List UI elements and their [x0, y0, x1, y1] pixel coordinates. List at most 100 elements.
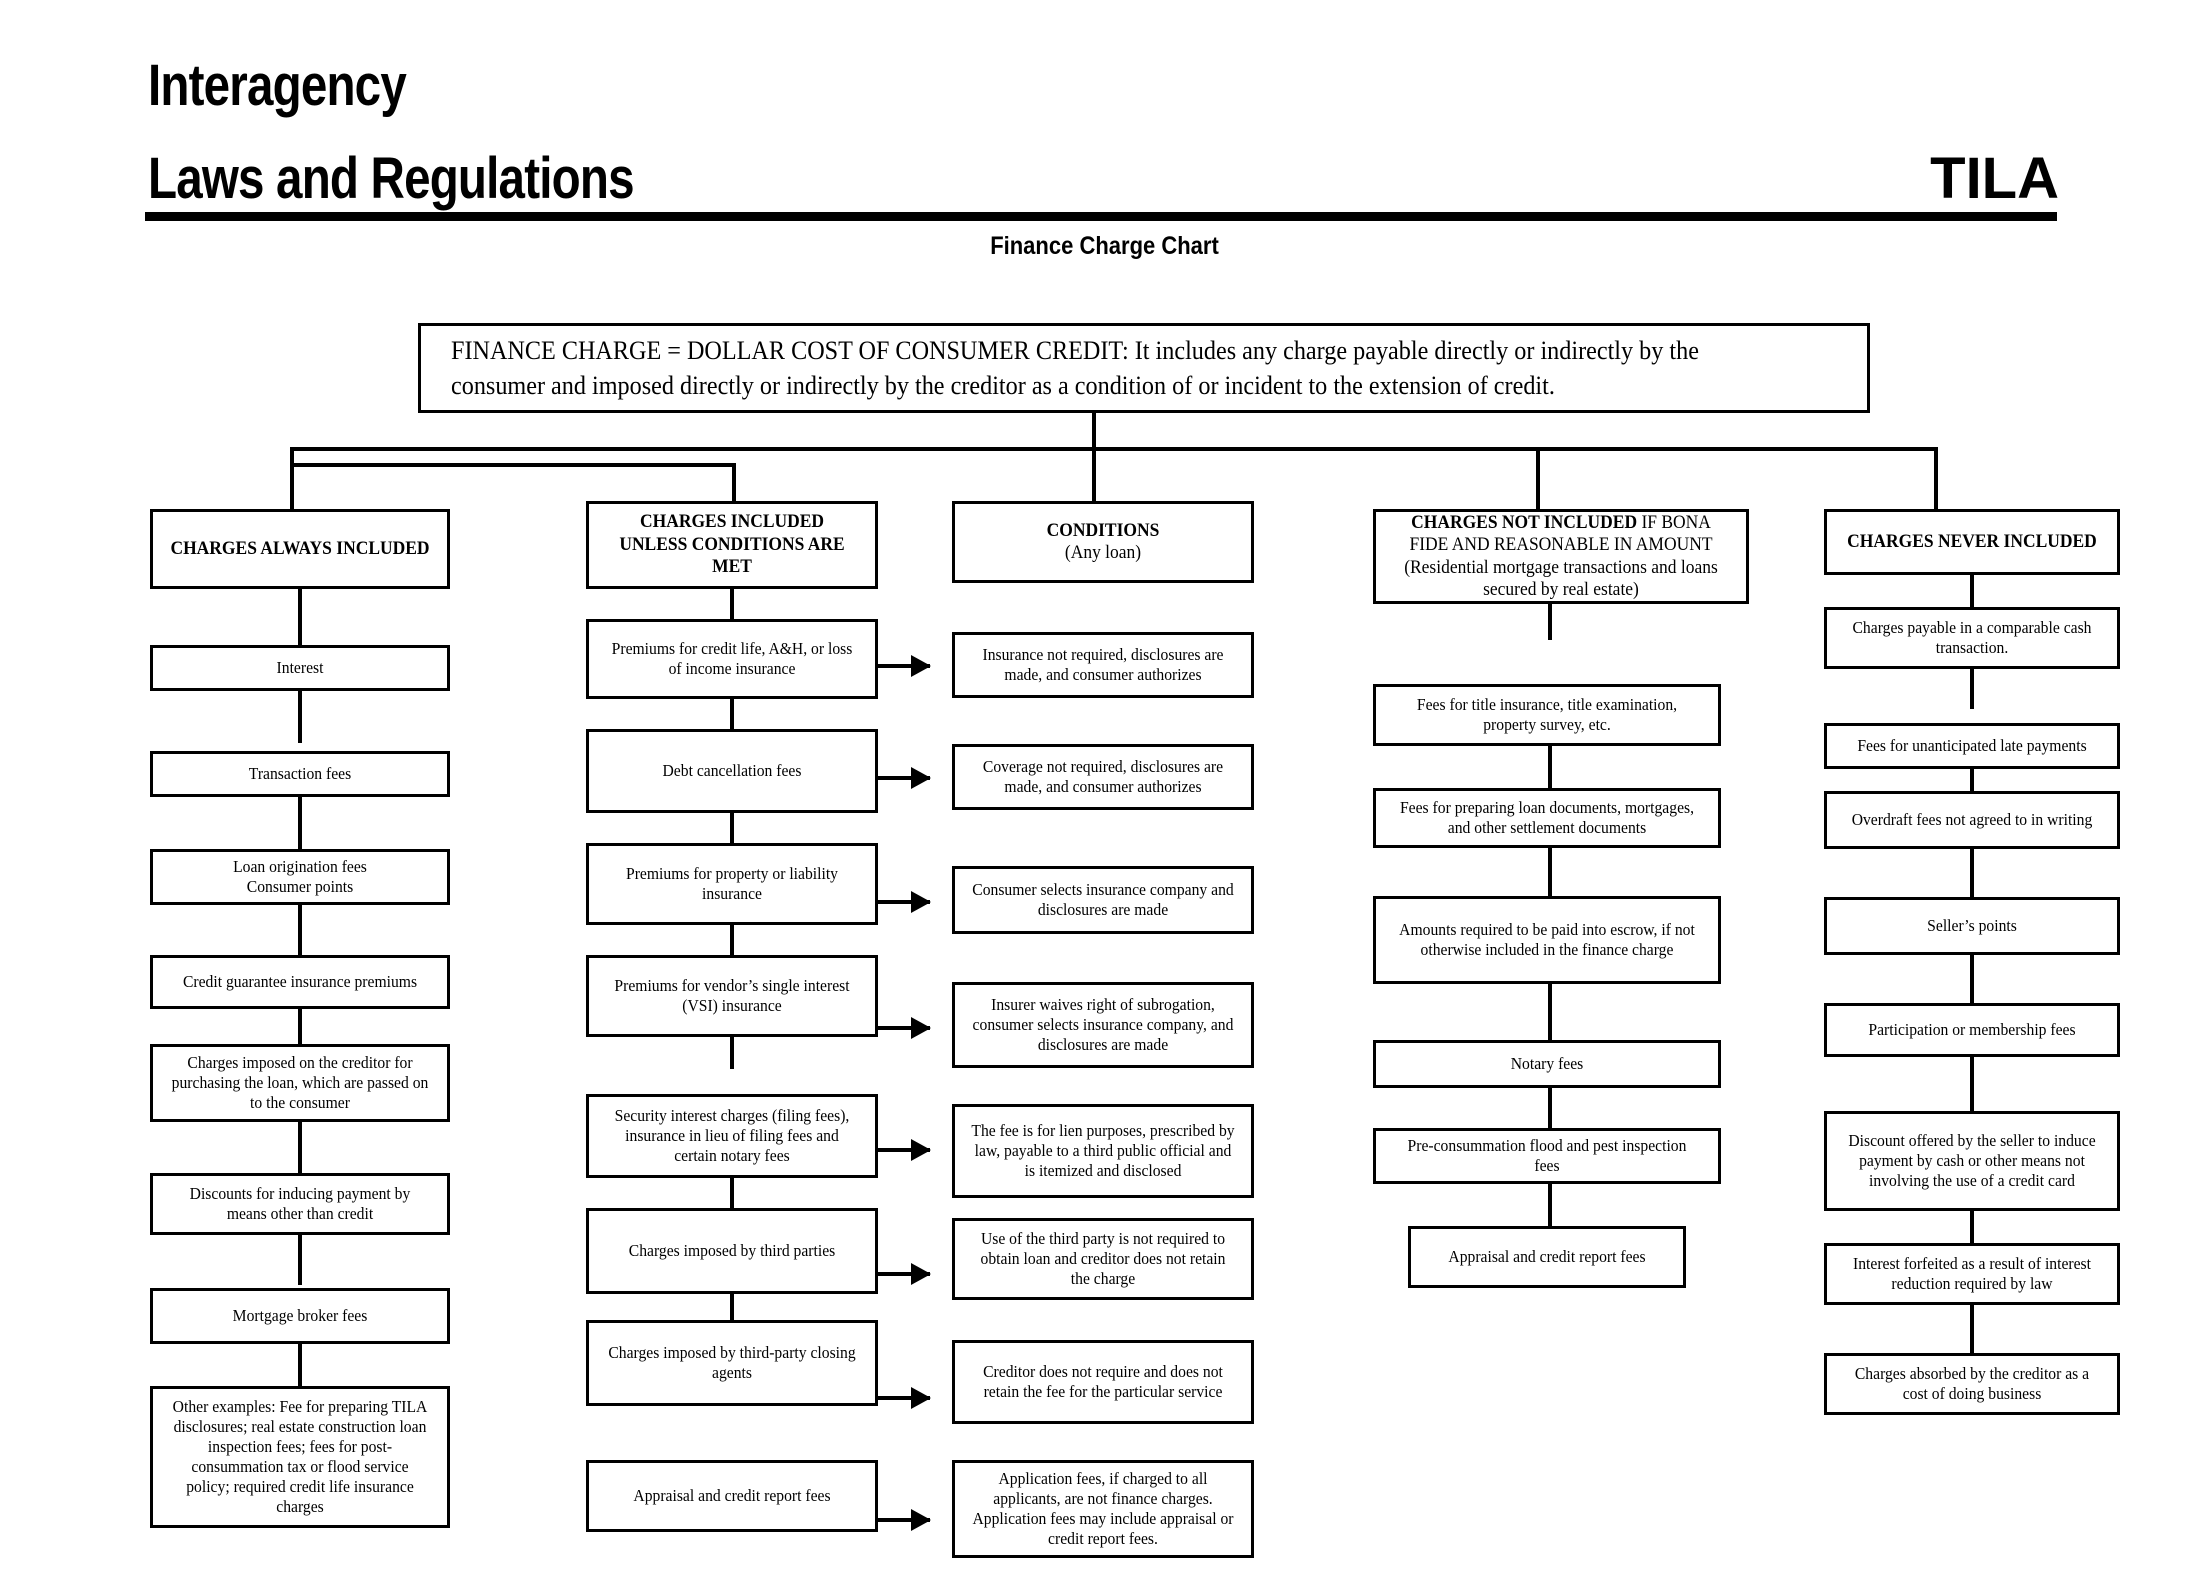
list-item: Security interest charges (filing fees),…	[586, 1094, 878, 1178]
list-item-label: Charges payable in a comparable cash tra…	[1852, 617, 2092, 657]
list-item-label: Fees for unanticipated late payments	[1857, 735, 2087, 755]
list-item-label: Security interest charges (filing fees),…	[614, 1105, 850, 1166]
list-item: Interest	[150, 645, 450, 691]
column-heading-rest: IF BONA FIDE AND REASONABLE IN AMOUNT (R…	[1404, 511, 1718, 600]
list-item-label: Fees for preparing loan documents, mortg…	[1399, 797, 1695, 837]
connector-col5-0	[1970, 575, 1974, 607]
connector-col2-5	[730, 1178, 734, 1208]
list-item: Fees for unanticipated late payments	[1824, 723, 2120, 769]
list-item: Charges payable in a comparable cash tra…	[1824, 607, 2120, 669]
list-item-label: Interest	[276, 657, 324, 677]
connector-col1-4	[298, 1009, 302, 1064]
list-item-label: Amounts required to be paid into escrow,…	[1399, 919, 1695, 959]
list-item-label: Appraisal and credit report fees	[1448, 1246, 1646, 1266]
connector-col4-4	[1548, 1088, 1552, 1128]
column-heading-charges-included-unless-conditions-are-met: CHARGES INCLUDED UNLESS CONDITIONS ARE M…	[586, 501, 878, 589]
connector-col5-1	[1970, 669, 1974, 709]
connector-col2-4	[730, 1037, 734, 1069]
connector-subgroup-drop	[290, 447, 294, 467]
list-item-label: Credit guarantee insurance premiums	[182, 971, 418, 991]
connector-col4-0	[1548, 604, 1552, 640]
header-divider	[145, 212, 2057, 221]
list-item: Premiums for vendor’s single interest (V…	[586, 955, 878, 1037]
connector-col5-3	[1970, 849, 1974, 897]
connector-col4-2	[1548, 848, 1552, 902]
list-item-label: Transaction fees	[248, 763, 352, 783]
arrow-col2-to-col3-5	[878, 1139, 931, 1161]
connector-leg-col4	[1536, 447, 1540, 513]
connector-top-bar	[290, 447, 1938, 451]
column-heading-text: CHARGES NOT INCLUDED IF BONA FIDE AND RE…	[1394, 512, 1727, 602]
list-item-label: Premiums for vendor’s single interest (V…	[614, 975, 850, 1015]
list-item: Fees for title insurance, title examinat…	[1373, 684, 1721, 746]
connector-col1-2	[298, 797, 302, 849]
connector-col1-1	[298, 691, 302, 743]
list-item-label: Mortgage broker fees	[232, 1305, 368, 1325]
arrow-col2-to-col3-8	[878, 1509, 931, 1531]
arrow-col2-to-col3-4	[878, 1017, 931, 1039]
list-item-label: Overdraft fees not agreed to in writing	[1851, 809, 2093, 829]
arrow-col2-to-col3-2	[878, 767, 931, 789]
column-heading-charges-not-included: CHARGES NOT INCLUDED IF BONA FIDE AND RE…	[1373, 509, 1749, 604]
column-subheading-text: (Any loan)	[1064, 542, 1142, 563]
connector-col2-3	[730, 925, 734, 955]
list-item-label: Discounts for inducing payment by means …	[189, 1183, 411, 1223]
list-item: Credit guarantee insurance premiums	[150, 955, 450, 1009]
arrow-col2-to-col3-6	[878, 1263, 931, 1285]
list-item: Pre-consummation flood and pest inspecti…	[1373, 1128, 1721, 1184]
list-item: Premiums for credit life, A&H, or loss o…	[586, 619, 878, 699]
regulation-label: TILA	[1930, 146, 2059, 211]
connector-root-drop	[1092, 413, 1096, 447]
list-item-label: Premiums for credit life, A&H, or loss o…	[611, 638, 853, 678]
list-item: Coverage not required, disclosures are m…	[952, 744, 1254, 810]
list-item-label: Loan origination fees Consumer points	[233, 856, 367, 896]
connector-leg-col2	[732, 463, 736, 513]
list-item-label: Participation or membership fees	[1868, 1019, 2076, 1039]
list-item: Participation or membership fees	[1824, 1003, 2120, 1057]
column-heading-charges-always-included: CHARGES ALWAYS INCLUDED	[150, 509, 450, 589]
list-item: Discount offered by the seller to induce…	[1824, 1111, 2120, 1211]
list-item: Insurer waives right of subrogation, con…	[952, 982, 1254, 1068]
connector-col2-6	[730, 1294, 734, 1324]
page-title-line2: Laws and Regulations	[148, 146, 635, 211]
list-item: Charges imposed on the creditor for purc…	[150, 1044, 450, 1122]
list-item-label: Pre-consummation flood and pest inspecti…	[1407, 1135, 1687, 1175]
list-item: Amounts required to be paid into escrow,…	[1373, 896, 1721, 984]
connector-col1-5	[298, 1122, 302, 1176]
finance-charge-definition-text: FINANCE CHARGE = DOLLAR COST OF CONSUMER…	[451, 335, 1699, 400]
column-heading-text: CHARGES ALWAYS INCLUDED	[170, 537, 430, 559]
connector-col4-5	[1548, 1184, 1552, 1232]
finance-charge-definition-box: FINANCE CHARGE = DOLLAR COST OF CONSUMER…	[418, 323, 1870, 413]
connector-col2-1	[730, 699, 734, 731]
list-item-label: Charges imposed by third parties	[628, 1240, 836, 1260]
list-item: Mortgage broker fees	[150, 1288, 450, 1344]
connector-col5-4	[1970, 955, 1974, 1003]
connector-col4-1	[1548, 746, 1552, 788]
list-item: Appraisal and credit report fees	[1408, 1226, 1686, 1288]
list-item-label: The fee is for lien purposes, prescribed…	[971, 1120, 1235, 1181]
list-item: Appraisal and credit report fees	[586, 1460, 878, 1532]
connector-col5-5	[1970, 1057, 1974, 1111]
list-item: Discounts for inducing payment by means …	[150, 1173, 450, 1235]
list-item-label: Creditor does not require and does not r…	[983, 1361, 1223, 1401]
list-item-label: Debt cancellation fees	[662, 760, 802, 780]
list-item: Insurance not required, disclosures are …	[952, 632, 1254, 698]
list-item-label: Interest forfeited as a result of intere…	[1853, 1253, 2091, 1293]
connector-subgroup-bar	[290, 463, 736, 467]
connector-col1-0	[298, 589, 302, 659]
list-item: The fee is for lien purposes, prescribed…	[952, 1104, 1254, 1198]
column-heading-text: CHARGES INCLUDED UNLESS CONDITIONS ARE M…	[619, 511, 845, 578]
connector-col1-3	[298, 905, 302, 957]
connector-col2-2	[730, 813, 734, 845]
connector-col2-0	[730, 589, 734, 621]
column-heading-conditions: CONDITIONS (Any loan)	[952, 501, 1254, 583]
connector-col5-6	[1970, 1211, 1974, 1243]
column-heading-charges-never-included: CHARGES NEVER INCLUDED	[1824, 509, 2120, 575]
page-title-line1: Interagency	[148, 53, 407, 118]
arrow-col2-to-col3-7	[878, 1387, 931, 1409]
list-item-label: Coverage not required, disclosures are m…	[982, 756, 1224, 796]
connector-col4-3	[1548, 984, 1552, 1040]
list-item: Charges imposed by third parties	[586, 1208, 878, 1294]
list-item-label: Seller’s points	[1927, 915, 2017, 935]
